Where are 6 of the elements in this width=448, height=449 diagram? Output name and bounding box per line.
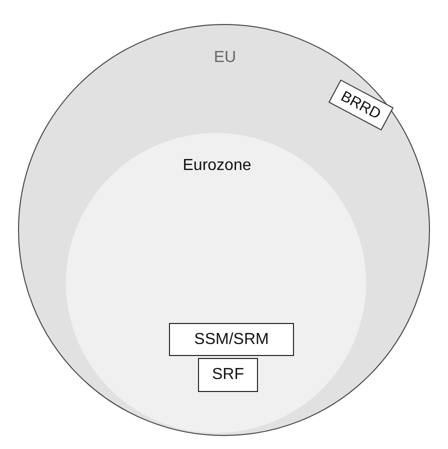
region-label: EU: [214, 49, 236, 67]
box-label: SRF: [212, 366, 244, 384]
box-label: SSM/SRM: [194, 330, 269, 348]
region-label: Eurozone: [182, 157, 252, 175]
label-box: [198, 358, 258, 392]
label-box: [169, 323, 294, 356]
